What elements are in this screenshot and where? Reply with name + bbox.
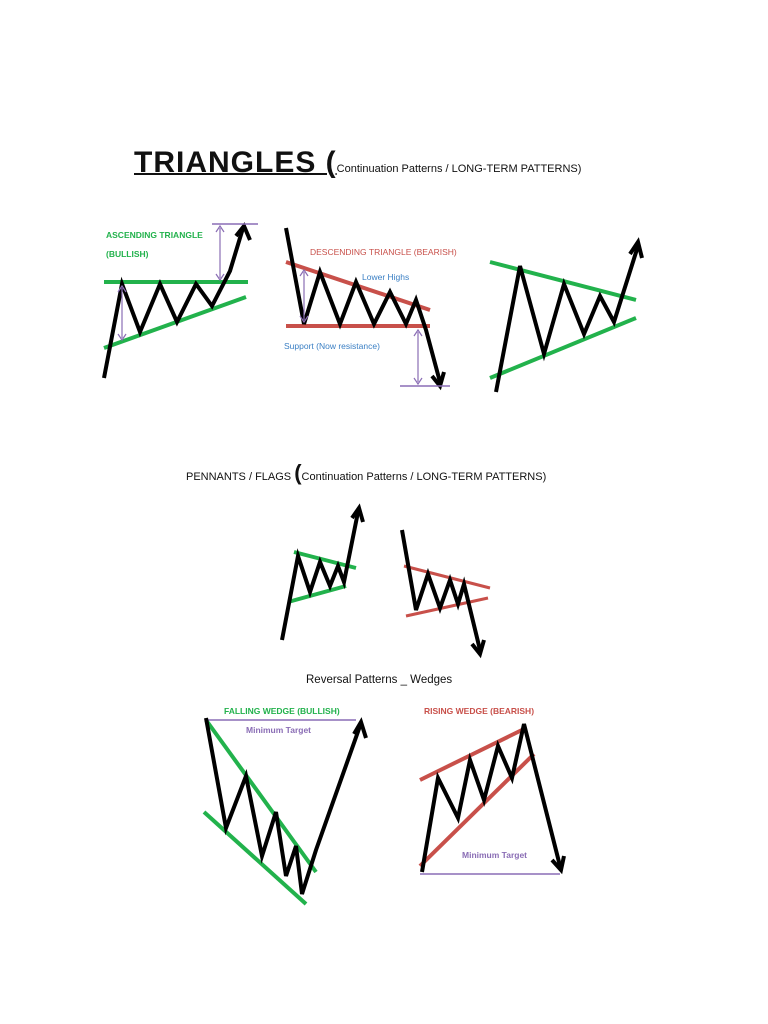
rising-wedge-label: RISING WEDGE (BEARISH): [424, 706, 534, 716]
symmetrical-triangle: [489, 237, 644, 393]
rising-wedge-target-label: Minimum Target: [462, 850, 527, 860]
triangles-title: TRIANGLES (: [134, 146, 337, 179]
falling-wedge-arrow-head: [352, 717, 368, 739]
rising-wedge: RISING WEDGE (BEARISH) Minimum Target: [418, 706, 566, 875]
descending-height-arrowhead-down: [299, 315, 309, 324]
bearish-pennant-price-line: [400, 529, 482, 651]
ascending-triangle: ASCENDING TRIANGLE (BULLISH): [102, 222, 258, 379]
ascending-support-line: [103, 295, 247, 350]
ascending-target-arrowhead-up: [215, 224, 225, 233]
triangles-subtitle: Continuation Patterns / LONG-TERM PATTER…: [336, 163, 582, 175]
falling-wedge-label: FALLING WEDGE (BULLISH): [224, 706, 340, 716]
rising-wedge-upper-line: [419, 726, 527, 782]
symmetrical-price-line: [494, 245, 640, 393]
ascending-target-arrowhead-down: [215, 273, 225, 282]
descending-price-line: [284, 227, 442, 383]
pennants-heading: PENNANTS / FLAGS (Continuation Patterns …: [186, 460, 546, 486]
bearish-pennant-arrow-head: [470, 639, 486, 659]
falling-wedge-target-label: Minimum Target: [246, 725, 311, 735]
ascending-label-2: (BULLISH): [106, 249, 149, 259]
descending-label: DESCENDING TRIANGLE (BEARISH): [310, 247, 457, 257]
rising-wedge-arrow-head: [550, 855, 566, 875]
rising-wedge-price-line: [420, 723, 562, 873]
pennants-subtitle: Continuation Patterns / LONG-TERM PATTER…: [301, 471, 547, 483]
symmetrical-arrow-head: [628, 237, 644, 259]
pennants-title: PENNANTS / FLAGS: [186, 471, 295, 483]
descending-target-arrowhead-up: [413, 328, 423, 337]
bullish-pennant: [280, 503, 365, 641]
pennants-paren: (: [294, 460, 302, 485]
descending-target-arrowhead-down: [413, 377, 423, 386]
bearish-pennant-upper-line: [403, 564, 491, 590]
descending-triangle: DESCENDING TRIANGLE (BEARISH) Lower High…: [284, 227, 457, 391]
ascending-height-arrowhead-down: [117, 333, 127, 342]
bullish-pennant-price-line: [280, 511, 360, 641]
bullish-pennant-arrow-head: [350, 503, 365, 523]
wedges-heading: Reversal Patterns _ Wedges: [306, 674, 452, 686]
wedges-title: Reversal Patterns _ Wedges: [306, 674, 453, 686]
falling-wedge-price-line: [204, 717, 362, 895]
descending-height-arrowhead-up: [299, 268, 309, 277]
ascending-height-arrowhead-up: [117, 284, 127, 293]
bearish-pennant: [400, 529, 491, 659]
bullish-pennant-lower-line: [287, 584, 347, 604]
bearish-pennant-lower-line: [405, 596, 489, 618]
ascending-arrow-head: [234, 222, 252, 241]
falling-wedge-lower-line: [202, 810, 308, 906]
lower-highs-label: Lower Highs: [362, 272, 409, 282]
support-label: Support (Now resistance): [284, 341, 380, 351]
symmetrical-lower-line: [489, 316, 637, 380]
ascending-label-1: ASCENDING TRIANGLE: [106, 230, 203, 240]
ascending-price-line: [102, 227, 245, 379]
page-heading: TRIANGLES (Continuation Patterns / LONG-…: [134, 146, 581, 180]
falling-wedge: FALLING WEDGE (BULLISH) Minimum Target: [202, 706, 368, 906]
